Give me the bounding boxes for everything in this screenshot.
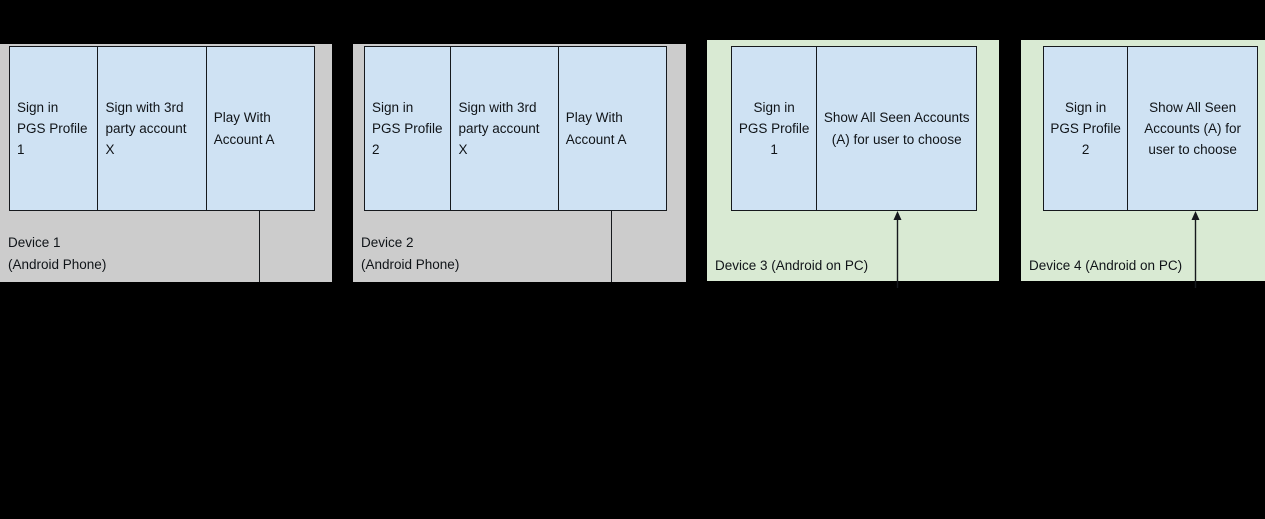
step-row-device-2: Sign in PGS Profile 2 Sign with 3rd part…: [364, 46, 667, 211]
step-box-device-1-0[interactable]: Sign in PGS Profile 1: [17, 99, 88, 158]
step-box-device-3-0[interactable]: Sign in PGS Profile 1: [738, 99, 810, 158]
device-label-device-2: Device 2 (Android Phone): [361, 235, 460, 272]
step-box-device-2-0[interactable]: Sign in PGS Profile 2: [372, 99, 443, 158]
step-box-device-1-1[interactable]: Sign with 3rd party account X: [97, 47, 205, 210]
device-1-inner-divider: [259, 211, 260, 282]
step-box-device-3-1[interactable]: Show All Seen Accounts (A) for user to c…: [816, 47, 976, 210]
device-label-device-3: Device 3 (Android on PC): [715, 258, 869, 273]
step-row-device-4: Sign in PGS Profile 2 Show All Seen Acco…: [1043, 46, 1258, 211]
device-label-device-4: Device 4 (Android on PC): [1029, 258, 1183, 273]
step-box-device-1-2[interactable]: Play With Account A: [205, 47, 314, 210]
step-box-device-2-2[interactable]: Play With Account A: [557, 47, 666, 210]
step-box-device-2-1[interactable]: Sign with 3rd party account X: [450, 47, 557, 210]
device-label-device-1: Device 1 (Android Phone): [8, 235, 107, 272]
device-2-inner-divider: [611, 211, 612, 282]
step-box-device-4-0[interactable]: Sign in PGS Profile 2: [1050, 99, 1121, 158]
incoming-arrow-device-4: [1191, 211, 1200, 288]
step-row-device-1: Sign in PGS Profile 1 Sign with 3rd part…: [9, 46, 315, 211]
step-row-device-3: Sign in PGS Profile 1 Show All Seen Acco…: [731, 46, 977, 211]
incoming-arrow-device-3: [893, 211, 902, 288]
step-box-device-4-1[interactable]: Show All Seen Accounts (A) for user to c…: [1127, 47, 1257, 210]
